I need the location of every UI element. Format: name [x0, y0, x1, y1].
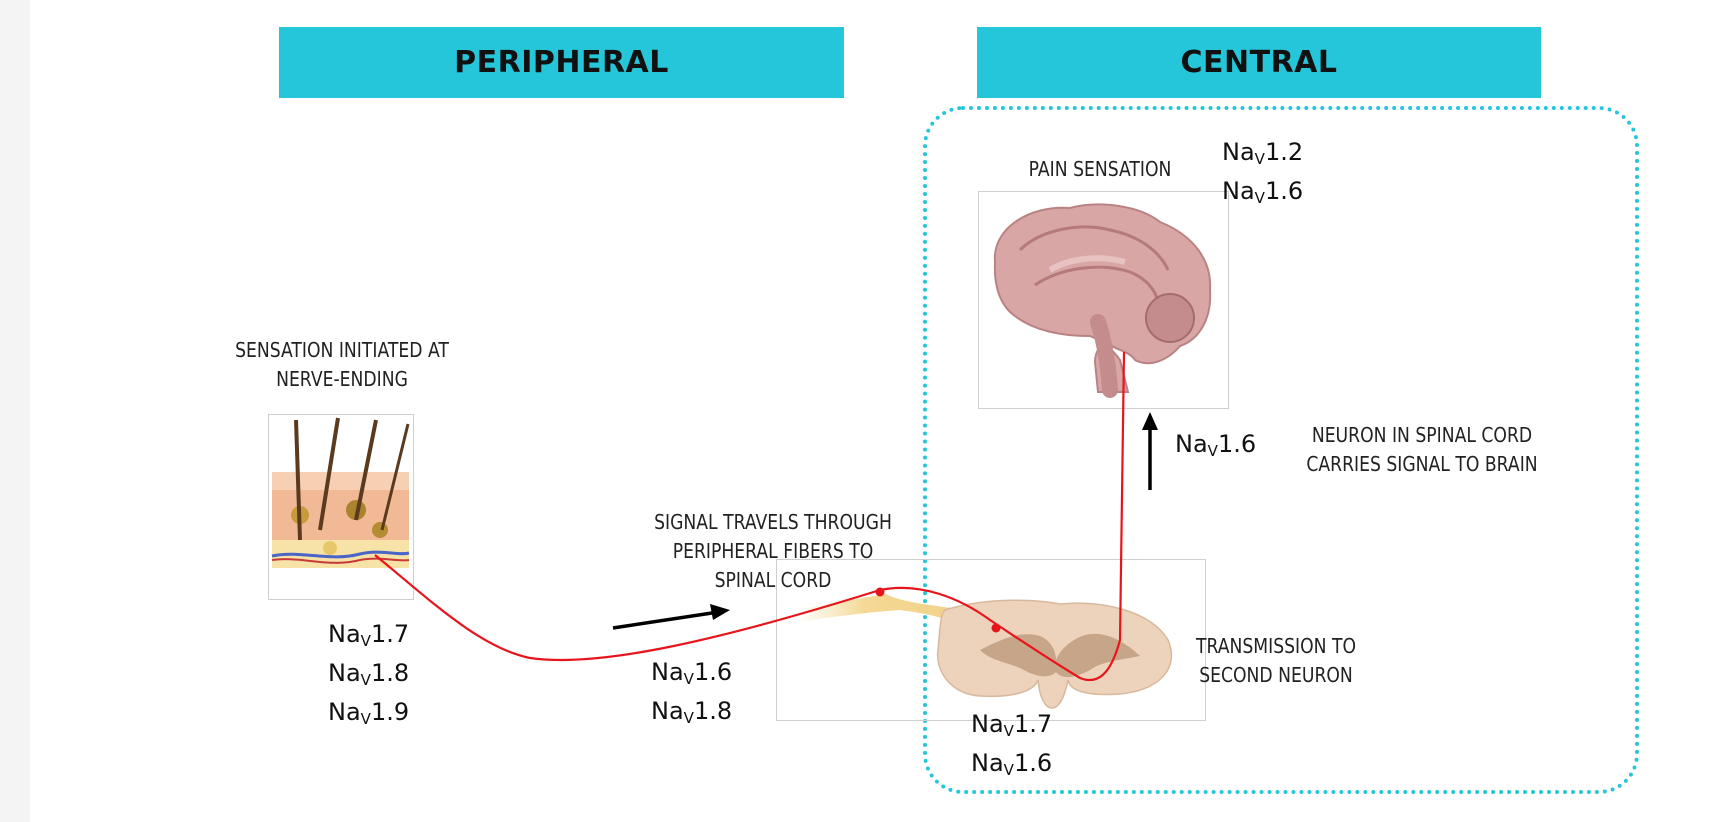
- nav-entry: NaV1.2: [1222, 136, 1303, 175]
- pain-sensation-label: PAIN SENSATION: [1014, 155, 1186, 184]
- transmission-label: TRANSMISSION TO SECOND NEURON: [1173, 632, 1379, 690]
- arrow-up-to-brain: [1142, 412, 1158, 490]
- nav-list-spinal-cord: NaV1.7 NaV1.6: [971, 708, 1052, 786]
- arrow-to-spinal-cord: [613, 604, 730, 628]
- nav-entry: NaV1.6: [1222, 175, 1303, 214]
- spinal-neuron-label: NEURON IN SPINAL CORD CARRIES SIGNAL TO …: [1293, 421, 1551, 479]
- nav-entry: NaV1.8: [651, 695, 732, 734]
- nav-list-nerve-ending: NaV1.7 NaV1.8 NaV1.9: [328, 618, 409, 735]
- nerve-ending-label: SENSATION INITIATED AT NERVE-ENDING: [222, 336, 463, 394]
- nav-list-ascending: NaV1.6: [1175, 428, 1256, 467]
- signal-travel-label: SIGNAL TRAVELS THROUGH PERIPHERAL FIBERS…: [640, 508, 907, 595]
- nav-list-peripheral-fibers: NaV1.6 NaV1.8: [651, 656, 732, 734]
- nav-entry: NaV1.7: [328, 618, 409, 657]
- skin-illustration: [272, 418, 409, 568]
- nav-entry: NaV1.6: [651, 656, 732, 695]
- nav-list-brain: NaV1.2 NaV1.6: [1222, 136, 1303, 214]
- nav-entry: NaV1.7: [971, 708, 1052, 747]
- nav-entry: NaV1.8: [328, 657, 409, 696]
- nav-entry: NaV1.6: [971, 747, 1052, 786]
- nav-entry: NaV1.9: [328, 696, 409, 735]
- brain-illustration: [995, 204, 1210, 392]
- nav-entry: NaV1.6: [1175, 428, 1256, 467]
- synapse-node: [992, 624, 1001, 633]
- spinal-cord-illustration: [938, 600, 1172, 708]
